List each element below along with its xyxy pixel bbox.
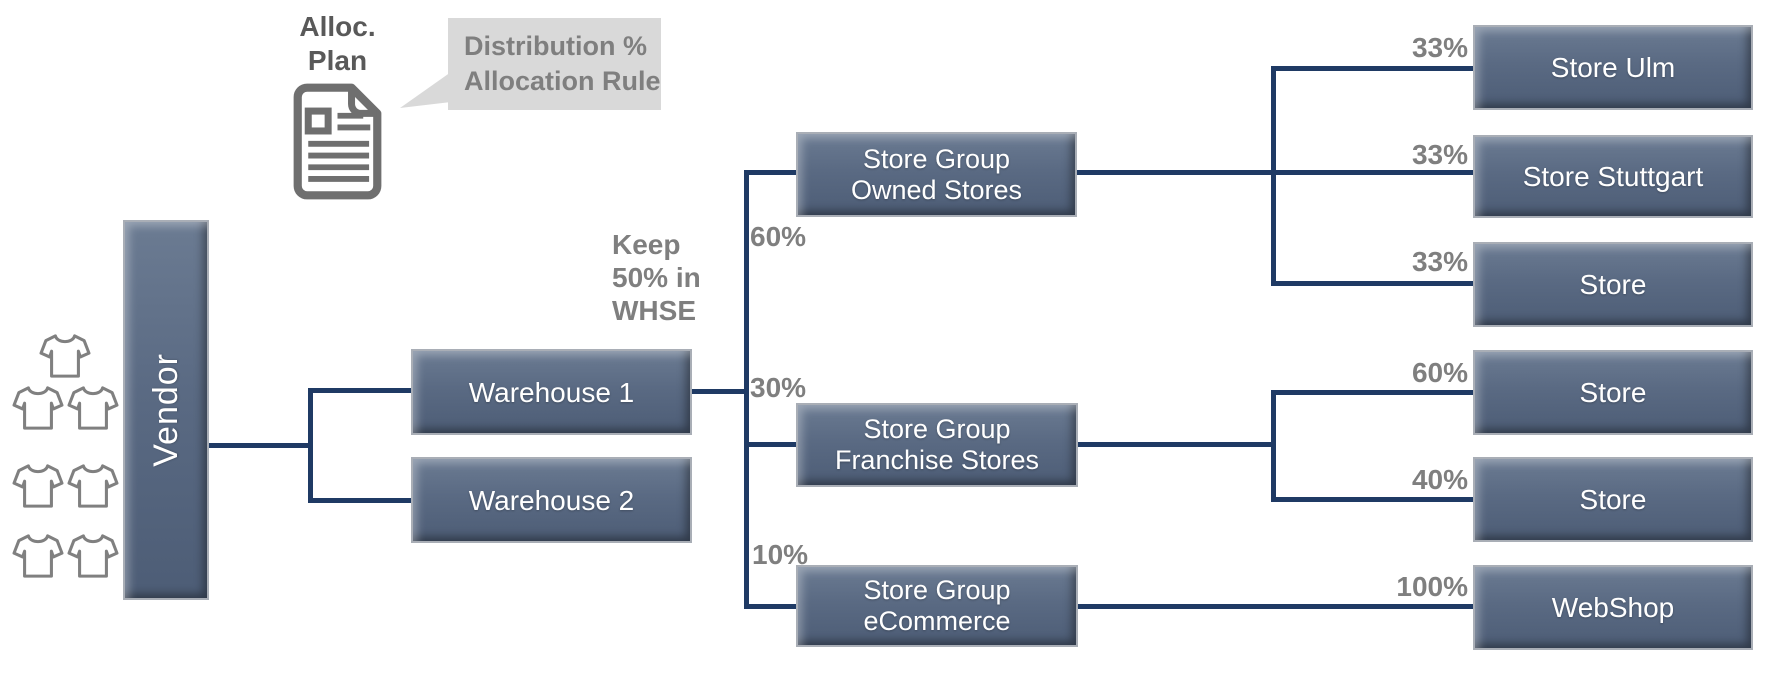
connector-to-store-40: [1273, 497, 1473, 502]
pct-to-owned: 60%: [750, 221, 807, 252]
connector-to-owned: [744, 170, 796, 175]
node-store-60: Store: [1473, 350, 1753, 435]
pct-store-60: 60%: [1411, 357, 1468, 388]
pct-store-40: 40%: [1411, 464, 1468, 495]
connector-owned-bracket: [1271, 66, 1276, 286]
connector-mid-bracket: [744, 170, 749, 609]
callout-tail: [400, 72, 451, 108]
callout-distribution-rule: Distribution % Allocation Rule: [448, 18, 661, 110]
node-store-stuttgart: Store Stuttgart: [1473, 135, 1753, 218]
connector-to-webshop: [1078, 604, 1473, 609]
connector-to-store-33: [1273, 281, 1473, 286]
tshirt-icon: [12, 463, 64, 509]
keep-whse-note: Keep 50% in WHSE: [612, 229, 701, 326]
connector-franchise-out: [1078, 442, 1276, 447]
connector-to-franchise: [744, 442, 796, 447]
pct-to-ecommerce: 10%: [752, 539, 809, 570]
node-vendor: Vendor: [123, 220, 209, 600]
connector-warehouse1-out: [692, 389, 749, 394]
pct-store-stuttgart: 33%: [1411, 139, 1468, 170]
connector-vendor-bracket: [308, 388, 313, 503]
connector-to-ecommerce: [744, 604, 796, 609]
pct-webshop: 100%: [1396, 571, 1468, 602]
node-store-40: Store: [1473, 457, 1753, 542]
node-store-group-owned: Store Group Owned Stores: [796, 132, 1077, 217]
pct-to-franchise: 30%: [750, 372, 807, 403]
node-warehouse-2: Warehouse 2: [411, 457, 692, 543]
vendor-label: Vendor: [146, 353, 185, 467]
alloc-plan-label: Alloc. Plan: [299, 11, 376, 76]
node-webshop: WebShop: [1473, 565, 1753, 650]
tshirt-icon: [12, 533, 64, 579]
connector-to-warehouse2: [308, 498, 413, 503]
document-icon: [293, 83, 382, 200]
connector-to-store-60: [1273, 390, 1473, 395]
connector-franchise-bracket: [1271, 390, 1276, 502]
tshirt-icon: [67, 533, 119, 579]
node-store-group-ecommerce: Store Group eCommerce: [796, 565, 1078, 647]
node-store-group-franchise: Store Group Franchise Stores: [796, 403, 1078, 487]
node-warehouse-1: Warehouse 1: [411, 349, 692, 435]
tshirt-icon: [67, 463, 119, 509]
connector-to-warehouse1: [308, 388, 413, 393]
connector-to-store-ulm: [1273, 66, 1473, 71]
pct-store-ulm: 33%: [1411, 32, 1468, 63]
tshirt-icon: [12, 385, 64, 431]
tshirt-icon: [67, 385, 119, 431]
pct-store-33: 33%: [1411, 246, 1468, 277]
tshirt-icon: [39, 333, 91, 379]
node-store-33: Store: [1473, 242, 1753, 327]
node-store-ulm: Store Ulm: [1473, 25, 1753, 110]
connector-vendor-trunk: [208, 443, 312, 448]
